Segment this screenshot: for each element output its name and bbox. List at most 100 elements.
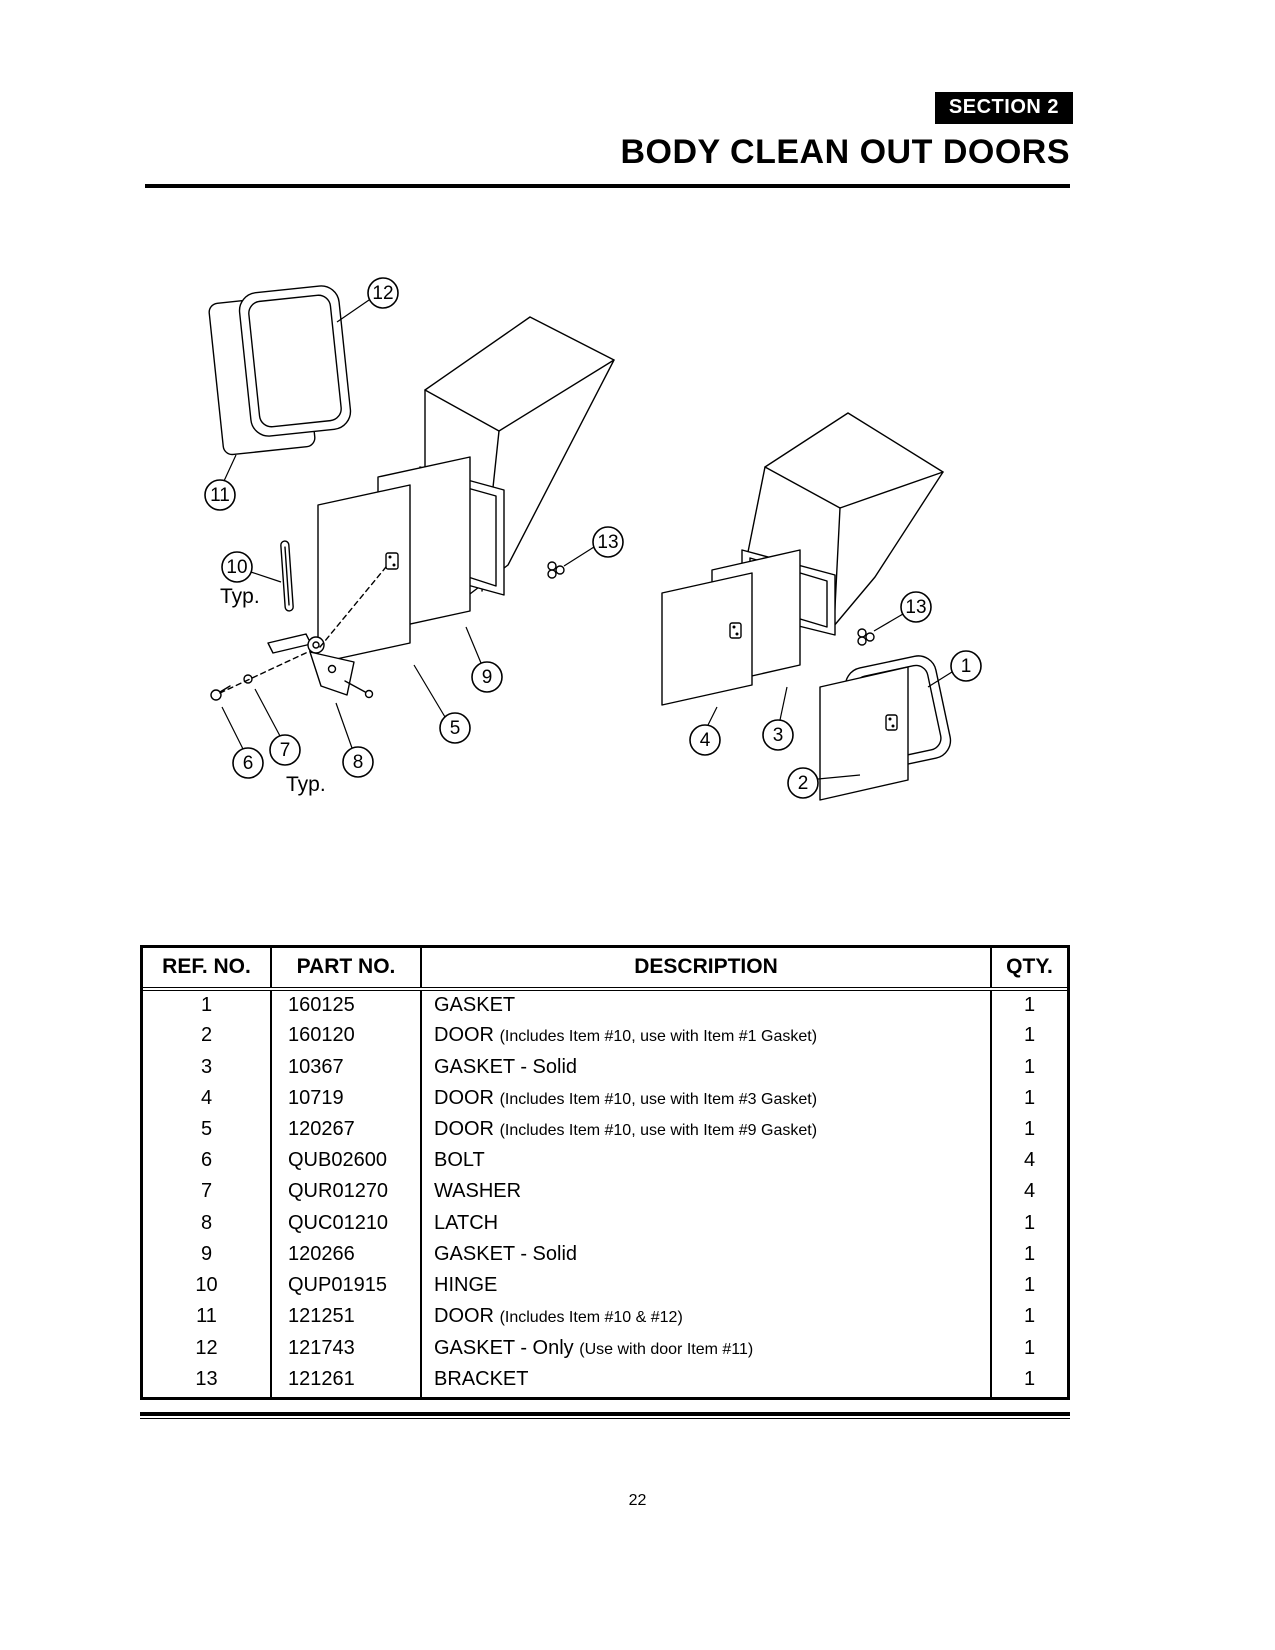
callout-7: 7 bbox=[254, 688, 301, 766]
description-note: (Use with door Item #11) bbox=[579, 1340, 754, 1358]
qty-cell: 1 bbox=[1023, 1086, 1036, 1109]
description-text: DOOR bbox=[434, 1024, 494, 1047]
title-divider bbox=[145, 184, 1070, 188]
description-note: (Includes Item #10, use with Item #1 Gas… bbox=[499, 1028, 818, 1046]
ref-no-cell: 2 bbox=[143, 1020, 272, 1052]
ref-no-cell: 10 bbox=[143, 1269, 272, 1302]
qty-cell: 1 bbox=[1023, 1336, 1036, 1359]
bracket-13-right-part bbox=[857, 628, 875, 646]
part-no-cell: 10719 bbox=[271, 1082, 422, 1114]
description-cell: BRACKET bbox=[421, 1363, 992, 1395]
ref-no-cell: 8 bbox=[143, 1207, 272, 1239]
part-no-cell: 121251 bbox=[271, 1301, 422, 1333]
door-2-part bbox=[819, 666, 909, 801]
page-title: BODY CLEAN OUT DOORS bbox=[620, 133, 1070, 171]
qty-cell: 1 bbox=[1023, 1117, 1036, 1140]
description-text: GASKET - Solid bbox=[434, 1055, 578, 1078]
svg-text:4: 4 bbox=[700, 730, 711, 751]
part-no-cell: QUB02600 bbox=[271, 1145, 422, 1177]
callout-10: 10 bbox=[221, 551, 282, 583]
part-no-cell: QUC01210 bbox=[271, 1207, 422, 1239]
door-4-part bbox=[661, 572, 753, 706]
description-cell: WASHER bbox=[421, 1176, 992, 1208]
description-text: DOOR bbox=[434, 1305, 494, 1328]
callout-5: 5 bbox=[413, 664, 471, 744]
part-no-cell: 120267 bbox=[271, 1113, 422, 1146]
table-row: 6 QUB02600 BOLT 4 bbox=[143, 1145, 1067, 1177]
description-cell: LATCH bbox=[421, 1207, 992, 1239]
bracket-13-left-part bbox=[547, 561, 565, 579]
table-row: 10 QUP01915 HINGE 1 bbox=[143, 1269, 1067, 1302]
ref-no-cell: 11 bbox=[143, 1301, 272, 1333]
svg-text:8: 8 bbox=[353, 752, 364, 773]
door-5-part bbox=[317, 484, 411, 664]
qty-cell: 1 bbox=[1023, 1211, 1036, 1234]
table-row: 3 10367 GASKET - Solid 1 bbox=[143, 1051, 1067, 1083]
ref-no-cell: 7 bbox=[143, 1176, 272, 1208]
svg-text:1: 1 bbox=[961, 656, 972, 677]
parts-table: REF. NO. PART NO. DESCRIPTION QTY. 1 160… bbox=[140, 945, 1070, 1400]
svg-text:9: 9 bbox=[482, 667, 493, 688]
svg-text:7: 7 bbox=[280, 740, 291, 761]
svg-text:10: 10 bbox=[226, 557, 247, 578]
header-part-no: PART NO. bbox=[271, 948, 422, 991]
description-text: WASHER bbox=[434, 1180, 522, 1203]
table-row: 11 121251 DOOR (Includes Item #10 & #12)… bbox=[143, 1301, 1067, 1333]
description-text: HINGE bbox=[434, 1274, 498, 1297]
qty-cell: 1 bbox=[1023, 1024, 1036, 1047]
part-no-cell: 121261 bbox=[271, 1363, 422, 1395]
part-no-cell: QUP01915 bbox=[271, 1269, 422, 1302]
svg-text:11: 11 bbox=[210, 485, 230, 506]
assembly-dashed-lines bbox=[219, 566, 387, 694]
description-note: (Includes Item #10, use with Item #3 Gas… bbox=[499, 1090, 818, 1108]
callout-13-left: 13 bbox=[563, 526, 624, 567]
svg-text:2: 2 bbox=[798, 773, 809, 794]
description-text: DOOR bbox=[434, 1117, 494, 1140]
ref-no-cell: 12 bbox=[143, 1332, 272, 1364]
description-cell: BOLT bbox=[421, 1145, 992, 1177]
table-row: 9 120266 GASKET - Solid 1 bbox=[143, 1238, 1067, 1270]
svg-text:13: 13 bbox=[597, 532, 618, 553]
description-text: GASKET bbox=[434, 994, 516, 1017]
ref-no-cell: 3 bbox=[143, 1051, 272, 1083]
latch-8-part bbox=[267, 633, 374, 699]
description-note: (Includes Item #10 & #12) bbox=[499, 1309, 683, 1327]
qty-cell: 1 bbox=[1023, 1055, 1036, 1078]
description-text: GASKET - Only bbox=[434, 1336, 574, 1359]
gasket-12-part bbox=[238, 285, 352, 437]
callout-1: 1 bbox=[927, 650, 982, 688]
description-cell: DOOR (Includes Item #10 & #12) bbox=[421, 1301, 992, 1333]
svg-text:13: 13 bbox=[905, 597, 926, 618]
callout-12: 12 bbox=[336, 277, 399, 323]
callout-8: 8 bbox=[335, 702, 374, 778]
table-row: 8 QUC01210 LATCH 1 bbox=[143, 1207, 1067, 1239]
qty-cell: 4 bbox=[1023, 1149, 1036, 1172]
table-body: 1 160125 GASKET 1 2 160120 DOOR (Include… bbox=[143, 989, 1067, 1395]
part-no-cell: 120266 bbox=[271, 1238, 422, 1270]
bolt-6-part bbox=[210, 685, 231, 701]
svg-text:12: 12 bbox=[372, 283, 393, 304]
part-no-cell: 10367 bbox=[271, 1051, 422, 1083]
description-note: (Includes Item #10, use with Item #9 Gas… bbox=[499, 1121, 818, 1139]
description-cell: HINGE bbox=[421, 1269, 992, 1302]
ref-no-cell: 6 bbox=[143, 1145, 272, 1177]
callout-3: 3 bbox=[762, 686, 794, 751]
section-badge: SECTION 2 bbox=[934, 92, 1073, 124]
callout-2: 2 bbox=[787, 767, 861, 799]
ref-no-cell: 1 bbox=[143, 989, 272, 1021]
description-cell: GASKET - Only (Use with door Item #11) bbox=[421, 1332, 992, 1364]
header-description: DESCRIPTION bbox=[421, 948, 992, 991]
ref-no-cell: 13 bbox=[143, 1363, 272, 1395]
exploded-view-diagram: 12 11 10 13 9 5 6 bbox=[204, 277, 982, 801]
callout-9: 9 bbox=[465, 626, 503, 693]
table-row: 4 10719 DOOR (Includes Item #10, use wit… bbox=[143, 1082, 1067, 1114]
part-no-cell: 121743 bbox=[271, 1332, 422, 1364]
svg-text:6: 6 bbox=[243, 753, 254, 774]
description-text: BOLT bbox=[434, 1149, 485, 1172]
description-cell: GASKET - Solid bbox=[421, 1238, 992, 1270]
table-row: 5 120267 DOOR (Includes Item #10, use wi… bbox=[143, 1113, 1067, 1146]
qty-cell: 1 bbox=[1023, 1305, 1036, 1328]
table-filler-row bbox=[143, 1394, 1067, 1397]
ref-no-cell: 5 bbox=[143, 1113, 272, 1146]
description-text: GASKET - Solid bbox=[434, 1242, 578, 1265]
